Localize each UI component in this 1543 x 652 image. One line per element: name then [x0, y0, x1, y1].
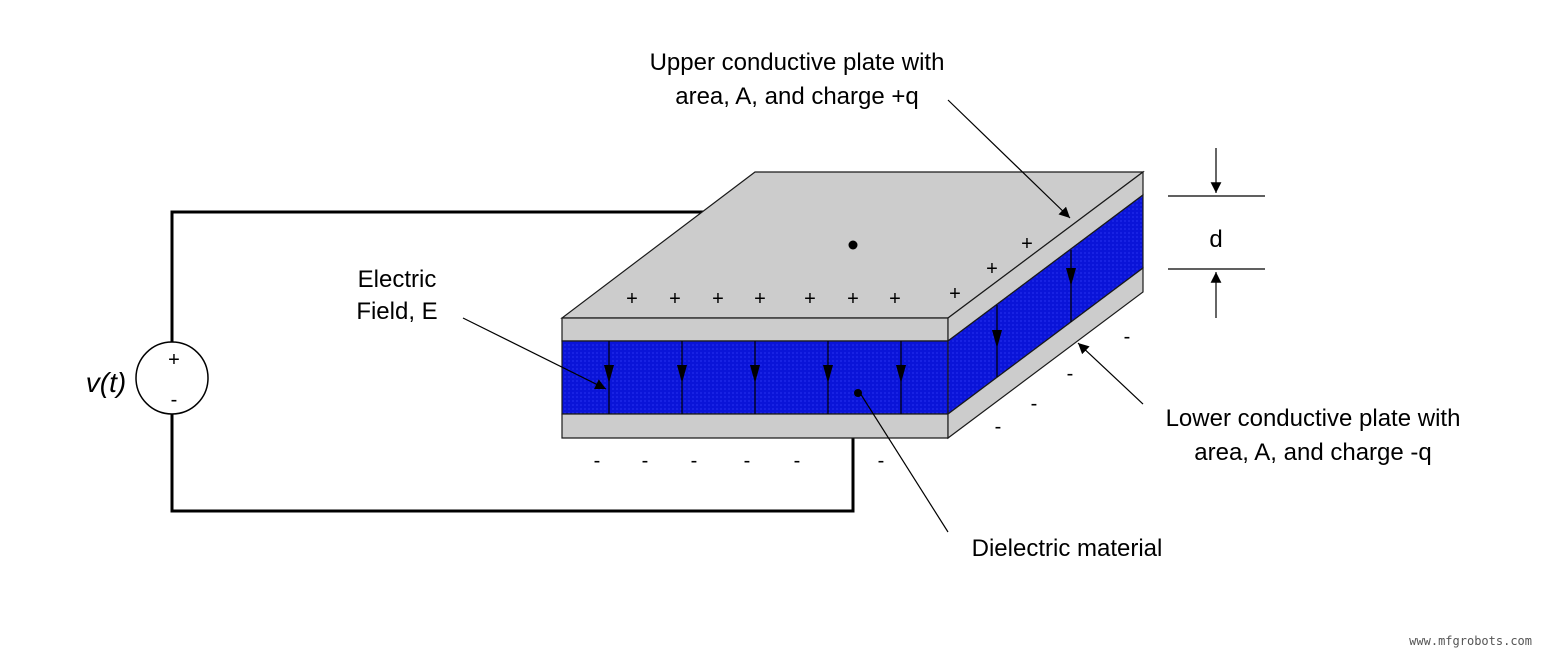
watermark: www.mfgrobots.com: [1409, 634, 1532, 648]
positive-charge: +: [804, 288, 816, 310]
positive-charge: +: [889, 288, 901, 310]
negative-charge: -: [691, 450, 698, 472]
negative-charge: -: [878, 450, 885, 472]
positive-charges: + + + + + + + + + +: [626, 233, 1033, 310]
dielectric-label: Dielectric material: [972, 535, 1163, 562]
upper-plate-label-line1: Upper conductive plate with: [650, 49, 945, 76]
negative-charge: -: [794, 450, 801, 472]
field-leader: [462, 317, 607, 390]
field-arrowhead: [750, 365, 760, 383]
negative-charge: -: [1067, 363, 1074, 385]
lower-plate-leader: [1077, 342, 1144, 405]
bottom-wire: [170, 413, 855, 513]
source-minus-sign: -: [171, 389, 178, 411]
callout-leaders: [462, 99, 1144, 533]
negative-charge: -: [1124, 326, 1131, 348]
field-arrowhead: [1066, 268, 1076, 286]
positive-charge: +: [949, 283, 961, 305]
positive-charge: +: [712, 288, 724, 310]
field-arrowhead: [896, 365, 906, 383]
lower-plate-front: [561, 413, 949, 439]
lower-plate-side: [947, 266, 1144, 440]
field-arrowhead: [604, 365, 614, 383]
negative-charge: -: [1031, 393, 1038, 415]
source-plus-sign: +: [168, 349, 180, 371]
positive-charge: +: [626, 288, 638, 310]
negative-charge: -: [642, 450, 649, 472]
upper-plate-leader: [947, 99, 1071, 219]
upper-plate-label-line2: area, A, and charge +q: [675, 83, 919, 110]
field-arrowhead: [823, 365, 833, 383]
field-arrowheads: [604, 268, 1076, 383]
negative-charges: - - - - - - - - - -: [594, 326, 1131, 472]
separation-dimension: [1168, 148, 1265, 318]
negative-charge: -: [995, 416, 1002, 438]
positive-charge: +: [847, 288, 859, 310]
dielectric-leader-dot: [854, 389, 862, 397]
lower-plate-label-line2: area, A, and charge -q: [1194, 439, 1432, 466]
source-label: v(t): [86, 367, 126, 398]
separation-label: d: [1209, 226, 1222, 253]
dielectric-leader: [859, 392, 949, 533]
field-label-line2: Field, E: [356, 298, 437, 325]
negative-charge: -: [744, 450, 751, 472]
voltage-source: + -: [135, 341, 209, 415]
negative-charge: -: [594, 450, 601, 472]
positive-charge: +: [669, 288, 681, 310]
lower-plate-label-line1: Lower conductive plate with: [1166, 405, 1461, 432]
positive-charge: +: [986, 258, 998, 280]
upper-plate-front: [561, 317, 949, 342]
field-arrowhead: [677, 365, 687, 383]
positive-charge: +: [754, 288, 766, 310]
field-label-line1: Electric: [358, 266, 437, 293]
positive-charge: +: [1021, 233, 1033, 255]
field-arrowhead: [992, 330, 1002, 348]
terminal-dot: [848, 240, 858, 250]
source-circle: [135, 341, 209, 415]
